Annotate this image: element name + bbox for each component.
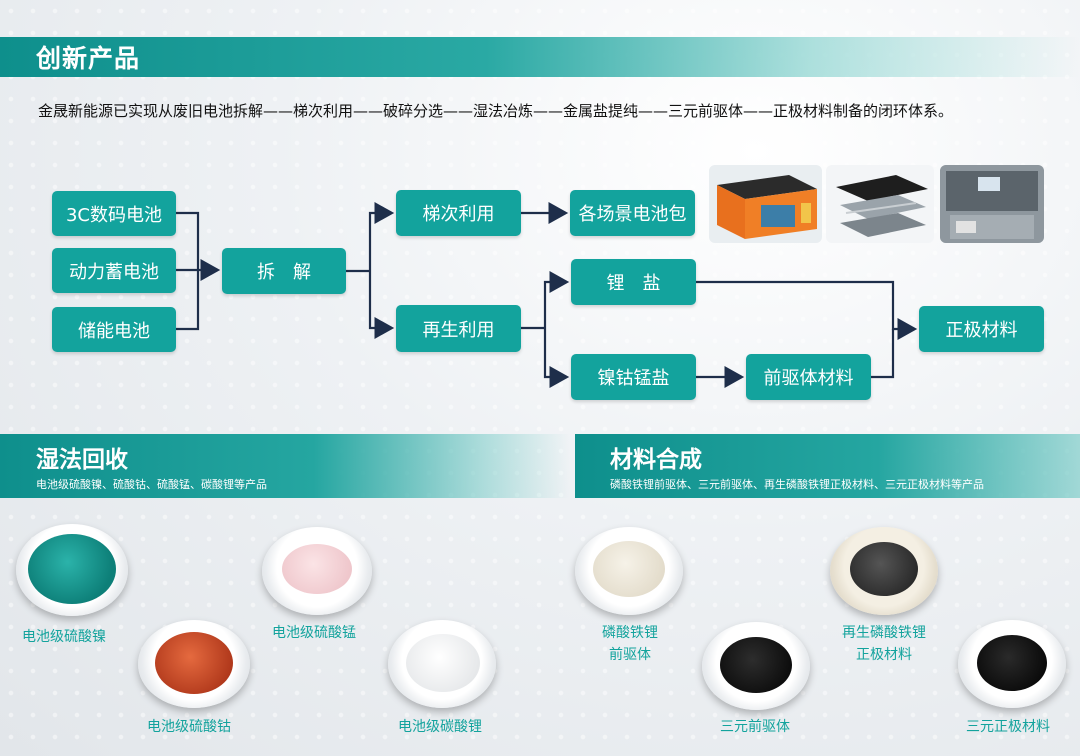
box-cascade-use: 梯次利用 — [396, 190, 521, 236]
box-power-battery: 动力蓄电池 — [52, 248, 176, 293]
label-lfp-precursor: 磷酸铁锂 前驱体 — [590, 622, 670, 666]
box-precursor: 前驱体材料 — [746, 354, 871, 400]
box-regenerate-use: 再生利用 — [396, 305, 521, 352]
connector-to-regenerate — [368, 271, 395, 339]
hydro-title: 湿法回收 — [36, 447, 128, 473]
hydro-desc: 电池级硫酸镍、硫酸钴、硫酸锰、碳酸锂等产品 — [36, 478, 267, 491]
connector-to-nicomn — [543, 328, 570, 388]
box-cathode: 正极材料 — [919, 306, 1044, 352]
hydro-banner — [0, 434, 570, 498]
label-regen-lfp-cathode-line1: 再生磷酸铁锂 — [842, 625, 926, 641]
label-lfp-precursor-line1: 磷酸铁锂 — [602, 625, 658, 641]
connector-storage — [176, 270, 200, 331]
label-ternary-cathode: 三元正极材料 — [966, 719, 1050, 735]
intro-text: 金晟新能源已实现从废旧电池拆解——梯次利用——破碎分选——湿法冶炼——金属盐提纯… — [38, 102, 954, 120]
powder-lithium-carbonate — [406, 634, 480, 692]
label-ternary-precursor: 三元前驱体 — [720, 719, 790, 735]
label-regen-lfp-cathode-line2: 正极材料 — [856, 647, 912, 663]
synthesis-title: 材料合成 — [610, 447, 702, 473]
label-cobalt-sulfate: 电池级硫酸钴 — [147, 719, 231, 735]
powder-ternary-precursor — [720, 637, 792, 693]
header-banner: 创新产品 — [0, 37, 1080, 77]
page-title: 创新产品 — [36, 44, 141, 73]
box-scenario-pack: 各场景电池包 — [570, 190, 695, 236]
battery-pack-photo-1 — [709, 165, 822, 243]
label-manganese-sulfate: 电池级硫酸锰 — [272, 625, 356, 641]
powder-nickel-sulfate — [28, 534, 116, 604]
powder-lfp-precursor — [593, 541, 665, 597]
label-nickel-sulfate: 电池级硫酸镍 — [22, 629, 106, 645]
connector-lithium-cathode — [696, 280, 918, 340]
box-lithium-salt: 锂 盐 — [571, 259, 696, 305]
battery-pack-photo-2 — [826, 165, 934, 243]
synthesis-banner — [575, 434, 1080, 498]
box-nicomn-salt: 镍钴锰盐 — [571, 354, 696, 400]
label-regen-lfp-cathode: 再生磷酸铁锂 正极材料 — [834, 622, 934, 666]
connector-3c — [176, 211, 200, 270]
label-lfp-precursor-line2: 前驱体 — [609, 647, 651, 663]
box-storage-battery: 储能电池 — [52, 307, 176, 352]
box-dismantle: 拆 解 — [222, 248, 346, 294]
battery-pack-photo-3 — [940, 165, 1044, 243]
powder-manganese-sulfate — [282, 544, 352, 594]
connector-to-lithium — [543, 271, 570, 328]
connector-precursor-cathode — [871, 329, 895, 379]
powder-regen-lfp-cathode — [850, 542, 918, 596]
connector-to-cascade — [368, 202, 395, 271]
powder-ternary-cathode — [977, 635, 1047, 691]
box-3c-battery: 3C数码电池 — [52, 191, 176, 236]
synthesis-desc: 磷酸铁锂前驱体、三元前驱体、再生磷酸铁锂正极材料、三元正极材料等产品 — [610, 478, 984, 491]
label-lithium-carbonate: 电池级碳酸锂 — [398, 719, 482, 735]
powder-cobalt-sulfate — [155, 632, 233, 694]
